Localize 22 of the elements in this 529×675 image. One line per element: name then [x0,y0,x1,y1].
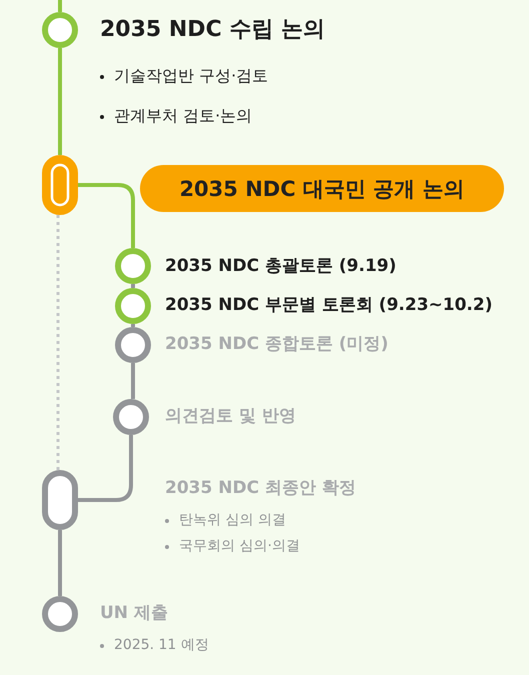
step-heading: 2035 NDC 종합토론 (미정) [165,333,388,355]
bullet-item: 2025. 11 예정 [114,636,209,655]
bullet-item: 기술작업반 구성·검토 [114,66,268,86]
stage-banner: 2035 NDC 대국민 공개 논의 [140,165,504,212]
timeline-line [131,363,135,399]
dotted-connector [56,215,60,470]
bullet-item: 관계부처 검토·논의 [114,106,252,126]
timeline-line [58,0,62,12]
step-heading: 2035 NDC 최종안 확정 [165,477,356,499]
step-heading: UN 제출 [100,602,168,624]
timeline-line [76,183,135,248]
timeline-line [58,48,62,155]
bullet-item: 국무회의 심의·의결 [179,537,300,556]
timeline-line [131,284,135,288]
timeline-line [58,530,62,596]
timeline-line [131,324,135,327]
step-heading: 2035 NDC 총괄토론 (9.19) [165,255,396,277]
bullet-item: 탄녹위 심의 의결 [179,511,286,530]
step-heading: 2035 NDC 부문별 토론회 (9.23~10.2) [165,294,492,316]
timeline-line [76,435,133,502]
step-heading: 2035 NDC 수립 논의 [100,18,326,42]
step-heading: 의견검토 및 반영 [165,405,296,427]
